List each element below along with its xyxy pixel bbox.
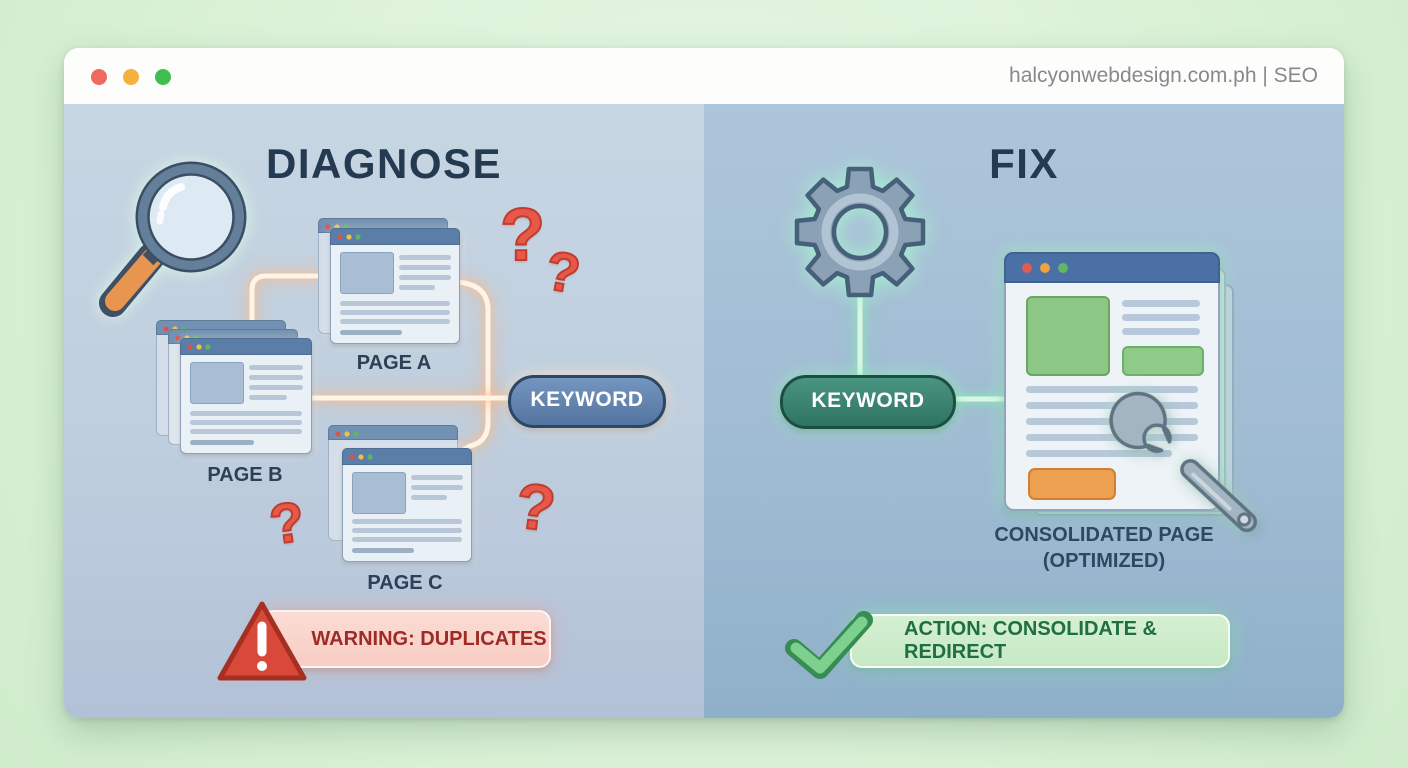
action-banner: ACTION: CONSOLIDATE & REDIRECT [850,614,1230,668]
question-mark-icon: ? [499,192,546,277]
text-line [411,485,463,490]
text-line [352,528,462,533]
text-line [340,319,450,324]
mini-browser-bar [1004,252,1220,283]
warning-banner: WARNING: DUPLICATES [261,610,551,668]
mini-browser-bar [330,228,460,245]
action-text: ACTION: CONSOLIDATE & REDIRECT [904,618,1157,663]
hero-image-block [1026,296,1110,376]
text-line [190,440,254,445]
keyword-pill-fix: KEYWORD [780,375,956,429]
thumbnail-block [352,472,406,514]
diagnose-title: DIAGNOSE [265,140,503,187]
text-line [399,275,451,280]
text-line [352,548,414,553]
text-line [249,375,303,380]
text-line [1026,418,1198,425]
mini-browser-bar [328,425,458,440]
consolidated-page-label: CONSOLIDATED PAGE (OPTIMIZED) [984,522,1224,574]
fix-panel: FIX [704,104,1344,718]
warning-text: WARNING: DUPLICATES [311,627,547,650]
text-line [190,411,302,416]
text-line [1026,402,1198,409]
text-line [352,537,462,542]
text-line [411,475,463,480]
page-c-label: PAGE C [367,572,443,594]
page-a-card [330,228,460,344]
green-button [1122,346,1204,376]
text-line [1122,328,1200,335]
keyword-pill-diagnose: KEYWORD [508,375,666,428]
site-url-text: halcyonwebdesign.com.ph | SEO [1009,64,1318,87]
minimize-window-dot[interactable] [123,69,139,85]
traffic-dots-icon [348,454,378,460]
page-b-card [180,338,312,454]
keyword-connector-lines [857,293,1011,402]
text-line [411,495,447,500]
text-line [1122,314,1200,321]
text-line [340,330,402,335]
page-b-label: PAGE B [207,464,283,486]
page-c-card [342,448,472,562]
text-line [1026,434,1198,441]
fix-title: FIX [989,140,1059,187]
browser-window: halcyonwebdesign.com.ph | SEO DIA [64,48,1344,718]
result-label-line2: (OPTIMIZED) [1042,550,1166,572]
text-line [190,420,302,425]
gear-icon [794,166,926,298]
diagnose-artwork-layer [99,161,513,455]
fix-artwork-layer [794,166,1011,402]
text-line [249,385,303,390]
text-line [1122,300,1200,307]
text-line [190,429,302,434]
text-line [399,255,451,260]
diagnose-panel: DIAGNOSE PAGE A [64,104,705,718]
text-line [340,301,450,306]
traffic-dots-icon [336,234,366,240]
text-line [249,365,303,370]
keyword-connector-lines [249,273,513,455]
text-line [1026,450,1172,457]
maximize-window-dot[interactable] [155,69,171,85]
text-line [340,310,450,315]
orange-button [1028,468,1116,500]
warning-triangle-icon [217,601,307,681]
text-line [1026,386,1198,393]
close-window-dot[interactable] [91,69,107,85]
traffic-dot-icon [1058,263,1068,273]
magnifier-icon [99,161,247,317]
traffic-dot-icon [1040,263,1050,273]
thumbnail-block [340,252,394,294]
text-line [352,519,462,524]
traffic-dot-icon [1022,263,1032,273]
mini-browser-bar [342,448,472,465]
checkmark-icon [785,611,873,679]
page-a-label: PAGE A [356,352,432,374]
thumbnail-block [190,362,244,404]
consolidated-page-card [1004,252,1220,511]
traffic-dots-icon [334,431,364,437]
text-line [249,395,287,400]
traffic-dots-icon [324,224,354,230]
mini-browser-bar [180,338,312,355]
text-line [399,285,435,290]
traffic-dots-icon [186,344,216,350]
browser-titlebar: halcyonwebdesign.com.ph | SEO [64,48,1344,105]
text-line [399,265,451,270]
result-label-line1: CONSOLIDATED PAGE [994,524,1214,546]
